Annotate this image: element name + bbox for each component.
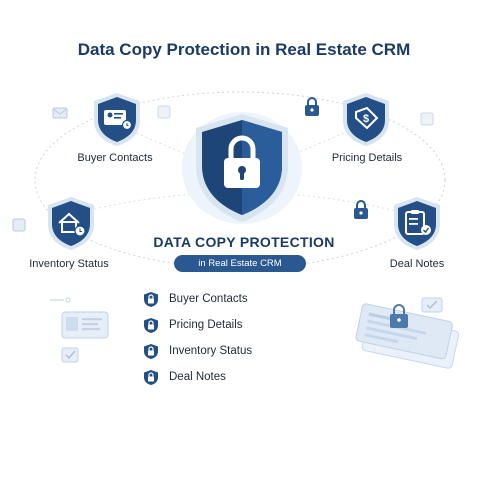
- faint-documents-illustration: [355, 297, 460, 369]
- list-item: Inventory Status: [143, 338, 252, 364]
- faint-envelope-icon: [52, 107, 68, 119]
- center-subheading-badge: in Real Estate CRM: [174, 255, 306, 272]
- svg-text:$: $: [363, 113, 369, 125]
- list-item: Pricing Details: [143, 312, 252, 338]
- page-title: Data Copy Protection in Real Estate CRM: [77, 40, 411, 59]
- node-label-buyer-contacts: Buyer Contacts: [77, 152, 153, 164]
- clipboard-check-shield-icon: [394, 197, 440, 250]
- protected-items-list: Buyer Contacts Pricing Details Inventory…: [143, 286, 252, 390]
- house-clock-shield-icon: [48, 197, 94, 250]
- contact-card-shield-icon: [94, 93, 140, 146]
- list-item-label: Buyer Contacts: [169, 293, 248, 305]
- faint-box-icon-right: [420, 112, 434, 126]
- padlock-shield-icon: [182, 112, 302, 224]
- price-tag-shield-icon: $: [343, 93, 389, 146]
- list-item-label: Deal Notes: [169, 371, 226, 383]
- list-item: Buyer Contacts: [143, 286, 252, 312]
- faint-contact-card-illustration: [50, 297, 109, 363]
- node-label-inventory-status: Inventory Status: [29, 258, 109, 270]
- padlock-shield-icon: [144, 343, 158, 359]
- node-label-pricing-details: Pricing Details: [331, 152, 403, 164]
- padlock-icon: [354, 200, 368, 219]
- list-item: Deal Notes: [143, 364, 252, 390]
- padlock-shield-icon: [144, 291, 158, 307]
- padlock-shield-icon: [144, 369, 158, 385]
- faint-box-icon: [157, 105, 171, 119]
- center-heading: DATA COPY PROTECTION: [153, 234, 335, 250]
- list-item-label: Inventory Status: [169, 345, 253, 357]
- padlock-icon: [305, 97, 319, 116]
- node-label-deal-notes: Deal Notes: [389, 258, 445, 270]
- padlock-shield-icon: [144, 317, 158, 333]
- list-item-label: Pricing Details: [169, 319, 243, 331]
- faint-checkbox-icon: [12, 218, 26, 232]
